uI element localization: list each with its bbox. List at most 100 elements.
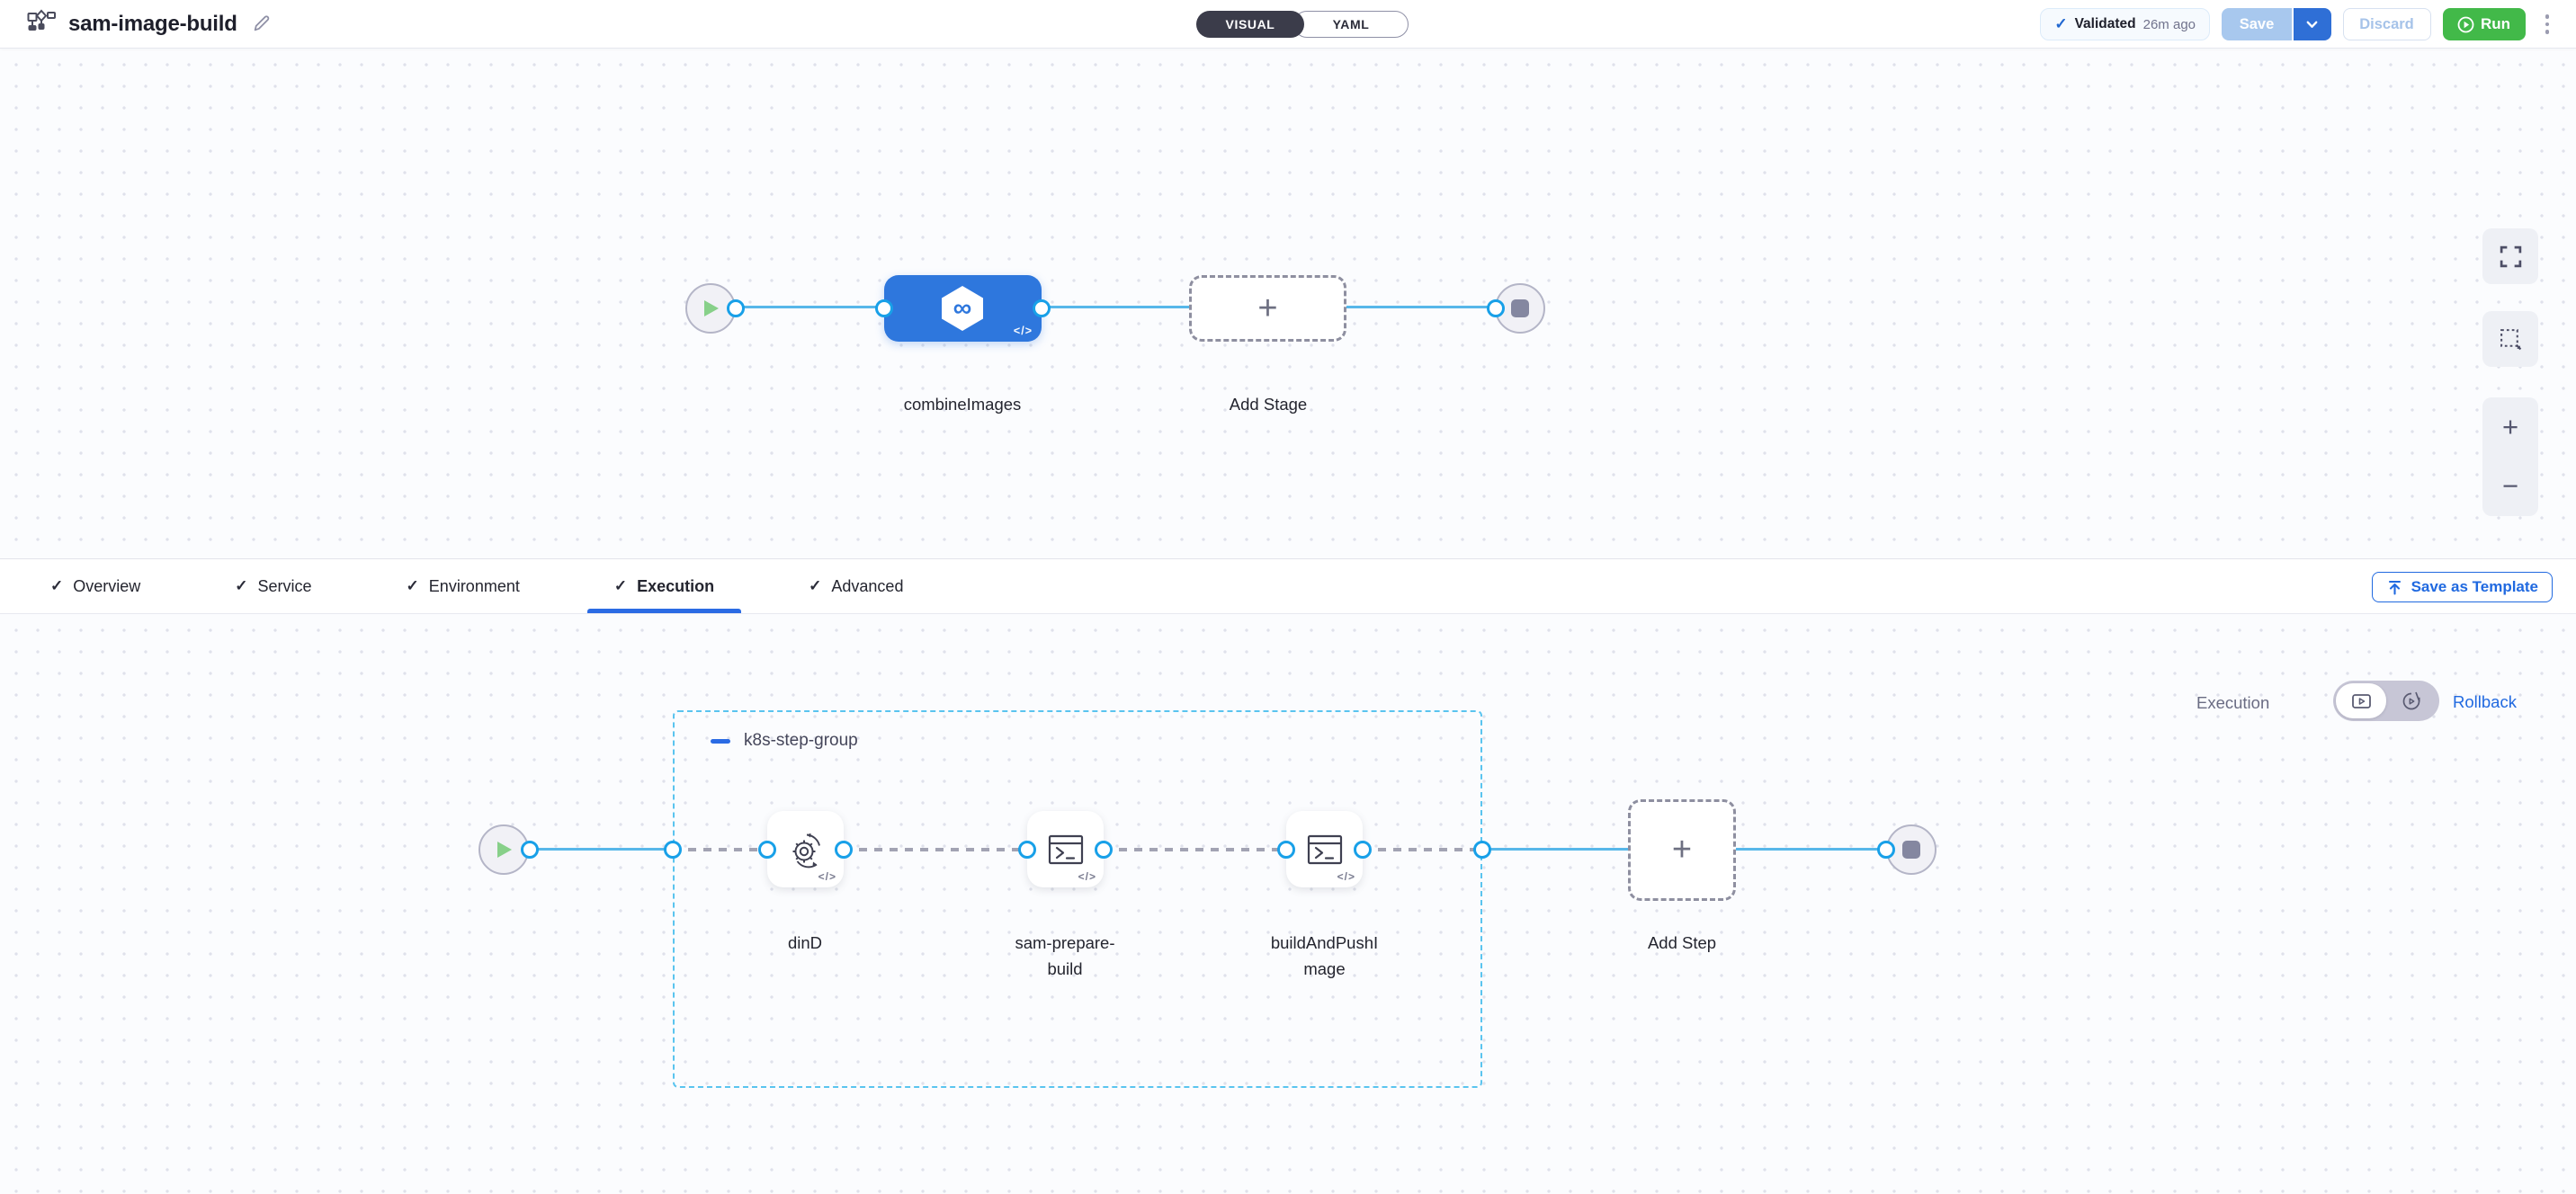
connector-port[interactable] bbox=[1473, 841, 1491, 859]
pipeline-icon bbox=[27, 9, 56, 39]
stage-canvas[interactable]: ∞ </> combineImages + Add Stage + bbox=[0, 49, 2576, 558]
run-button[interactable]: Run bbox=[2442, 8, 2526, 40]
connector-port[interactable] bbox=[875, 299, 893, 317]
execution-mode-label: Execution bbox=[2196, 693, 2270, 712]
fullscreen-button[interactable] bbox=[2482, 228, 2538, 284]
terminal-icon bbox=[1048, 834, 1083, 864]
code-icon: </> bbox=[1013, 325, 1033, 337]
save-options-chevron-down-icon[interactable] bbox=[2293, 8, 2331, 40]
page-title: sam-image-build bbox=[68, 11, 237, 36]
tab-execution[interactable]: ✓ Execution bbox=[586, 559, 742, 613]
tab-service[interactable]: ✓ Service bbox=[235, 576, 312, 595]
rollback-circle-icon bbox=[2402, 691, 2420, 709]
connector-line-dashed bbox=[673, 848, 767, 851]
connector-line bbox=[736, 306, 884, 308]
step-label: dinD bbox=[787, 933, 823, 952]
save-button[interactable]: Save bbox=[2222, 8, 2292, 40]
connector-line bbox=[1482, 848, 1628, 851]
execution-canvas[interactable]: Execution Rollback k8s-step-group bbox=[0, 614, 2576, 1194]
validated-badge[interactable]: ✓ Validated 26m ago bbox=[2040, 8, 2210, 40]
edit-pencil-icon[interactable] bbox=[252, 14, 271, 33]
tab-overview[interactable]: ✓ Overview bbox=[50, 576, 141, 595]
code-icon: </> bbox=[1337, 870, 1355, 883]
visual-toggle[interactable]: VISUAL bbox=[1196, 11, 1304, 38]
add-step-button[interactable]: + bbox=[1628, 799, 1736, 901]
zoom-controls: + − bbox=[2482, 397, 2538, 516]
check-icon: ✓ bbox=[809, 577, 822, 594]
plus-icon: + bbox=[1671, 831, 1693, 869]
add-stage-label: Add Stage bbox=[1229, 395, 1308, 414]
check-icon: ✓ bbox=[2054, 15, 2068, 32]
zoom-in-button[interactable]: + bbox=[2501, 411, 2519, 442]
check-icon: ✓ bbox=[235, 577, 248, 594]
code-icon: </> bbox=[1078, 870, 1096, 883]
connector-port[interactable] bbox=[1354, 841, 1372, 859]
stop-icon bbox=[1902, 841, 1920, 859]
connector-port[interactable] bbox=[521, 841, 539, 859]
header-actions: ✓ Validated 26m ago Save Discard Run bbox=[2040, 8, 2554, 40]
stage-label: combineImages bbox=[903, 395, 1022, 414]
check-icon: ✓ bbox=[50, 577, 64, 594]
execution-start-node bbox=[479, 824, 529, 875]
yaml-toggle[interactable]: YAML bbox=[1293, 11, 1409, 38]
stage-type-hexagon-icon: ∞ bbox=[942, 286, 983, 331]
rollback-link[interactable]: Rollback bbox=[2453, 692, 2517, 711]
execution-rollback-toggle bbox=[2333, 681, 2439, 721]
marquee-select-icon bbox=[2500, 328, 2521, 350]
step-group-label: k8s-step-group bbox=[744, 731, 858, 750]
collapse-group-minus-icon[interactable] bbox=[711, 739, 730, 744]
stage-node-combineImages[interactable]: ∞ </> bbox=[884, 275, 1042, 342]
play-box-icon bbox=[2351, 693, 2371, 708]
connector-port[interactable] bbox=[1095, 841, 1113, 859]
zoom-out-button[interactable]: − bbox=[2501, 470, 2519, 502]
rollback-view-button[interactable] bbox=[2386, 683, 2437, 718]
stage-config-tabs: ✓ Overview ✓ Service ✓ Environment ✓ Exe… bbox=[0, 558, 2576, 614]
connector-port[interactable] bbox=[727, 299, 745, 317]
connector-port[interactable] bbox=[1277, 841, 1295, 859]
upload-icon bbox=[2388, 580, 2401, 595]
more-options-kebab-icon[interactable] bbox=[2540, 11, 2555, 38]
step-node-dinD[interactable]: </> bbox=[767, 811, 844, 887]
connector-port[interactable] bbox=[664, 841, 682, 859]
mode-toggle: YAML VISUAL bbox=[1196, 11, 1409, 38]
check-icon: ✓ bbox=[406, 577, 419, 594]
connector-line bbox=[530, 848, 673, 851]
connector-line-dashed bbox=[1363, 848, 1482, 851]
step-label: buildAndPushImage bbox=[1270, 933, 1379, 978]
run-play-icon bbox=[2457, 16, 2474, 32]
connector-port[interactable] bbox=[835, 841, 853, 859]
connector-port[interactable] bbox=[1877, 841, 1895, 859]
step-node-buildAndPushImage[interactable]: </> bbox=[1286, 811, 1363, 887]
gear-sync-icon bbox=[792, 833, 820, 868]
save-as-template-button[interactable]: Save as Template bbox=[2371, 572, 2553, 602]
connector-line-dashed bbox=[1104, 848, 1286, 851]
run-label: Run bbox=[2480, 15, 2511, 32]
tab-environment[interactable]: ✓ Environment bbox=[406, 576, 520, 595]
discard-button[interactable]: Discard bbox=[2342, 8, 2431, 40]
step-group-box[interactable] bbox=[673, 710, 1482, 1088]
connector-port[interactable] bbox=[1033, 299, 1051, 317]
connector-line-dashed bbox=[844, 848, 1027, 851]
stop-icon bbox=[1511, 299, 1529, 317]
validated-label: Validated bbox=[2074, 16, 2136, 31]
fullscreen-icon bbox=[2500, 245, 2521, 267]
check-icon: ✓ bbox=[613, 577, 628, 594]
plus-icon: + bbox=[1257, 289, 1278, 327]
connector-line bbox=[1042, 306, 1189, 308]
execution-view-button[interactable] bbox=[2336, 683, 2386, 718]
connector-port[interactable] bbox=[1487, 299, 1505, 317]
header: sam-image-build YAML VISUAL ✓ Validated … bbox=[0, 0, 2576, 49]
validated-time: 26m ago bbox=[2142, 16, 2196, 32]
step-node-sam-prepare-build[interactable]: </> bbox=[1027, 811, 1104, 887]
connector-line bbox=[1736, 848, 1886, 851]
connector-port[interactable] bbox=[758, 841, 776, 859]
multi-select-button[interactable] bbox=[2482, 311, 2538, 367]
connector-port[interactable] bbox=[1018, 841, 1036, 859]
tab-advanced[interactable]: ✓ Advanced bbox=[809, 576, 904, 595]
code-icon: </> bbox=[818, 870, 836, 883]
step-label: sam-prepare-build bbox=[1015, 933, 1115, 978]
connector-line bbox=[1346, 306, 1496, 308]
play-icon bbox=[704, 300, 719, 316]
add-stage-button[interactable]: + bbox=[1189, 275, 1346, 342]
